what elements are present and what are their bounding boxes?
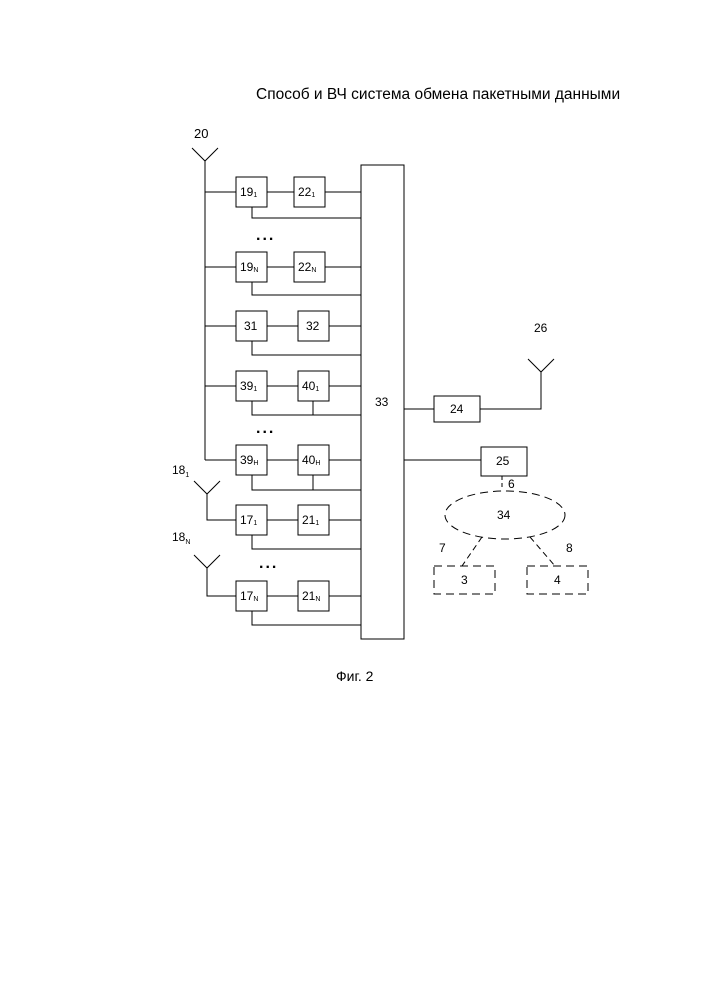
label-21-1: 211 [302,513,319,527]
label-21-n: 21N [302,589,320,603]
ellipsis-bottom: ... [259,555,278,572]
label-4: 4 [554,573,561,587]
label-antenna-18-n: 18N [172,530,190,546]
label-antenna-18-1: 181 [172,463,189,479]
ellipsis-top: ... [256,227,275,244]
ellipsis-middle: ... [256,420,275,437]
antenna-20-icon [192,148,218,192]
label-24: 24 [450,402,464,416]
label-antenna-20: 20 [194,126,208,141]
label-22-1: 221 [298,185,315,199]
label-3: 3 [461,573,468,587]
label-40-h: 40H [302,453,320,467]
label-17-n: 17N [240,589,258,603]
antenna-26-icon [528,359,554,372]
label-31: 31 [244,319,258,333]
label-19-n: 19N [240,260,258,274]
label-19-1: 191 [240,185,257,199]
figure-caption: Фиг. 2 [336,668,373,684]
label-6: 6 [508,477,515,491]
label-25: 25 [496,454,510,468]
label-antenna-26: 26 [534,321,548,335]
antenna-18-1-icon [194,481,236,520]
label-34: 34 [497,508,511,522]
label-22-n: 22N [298,260,316,274]
label-33: 33 [375,395,389,409]
label-32: 32 [306,319,320,333]
label-7: 7 [439,541,446,555]
label-39-h: 39H [240,453,258,467]
label-17-1: 171 [240,513,257,527]
label-39-1: 391 [240,379,257,393]
label-8: 8 [566,541,573,555]
antenna-18-n-icon [194,555,236,596]
label-40-1: 401 [302,379,319,393]
